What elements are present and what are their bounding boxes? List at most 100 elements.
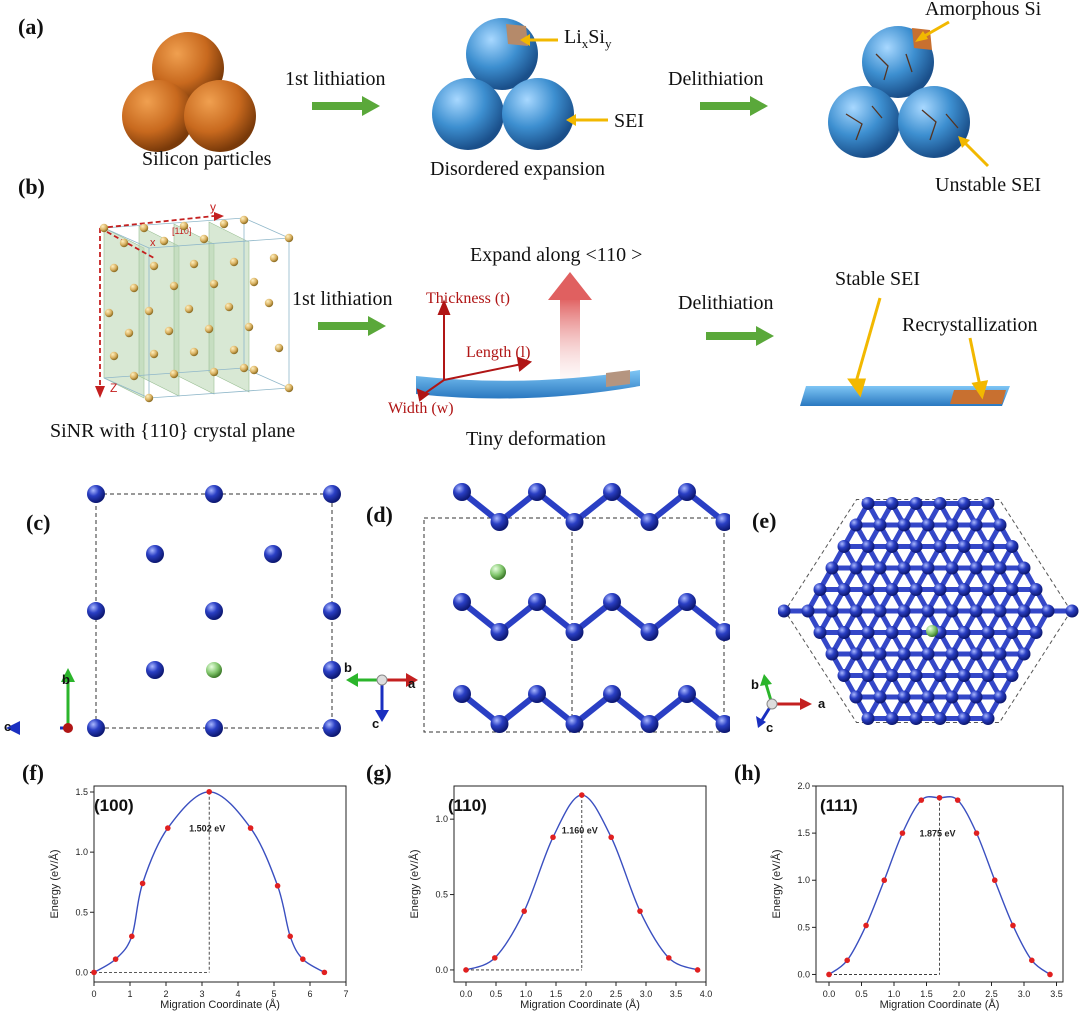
nanoribbon-illustration — [416, 299, 640, 402]
x-tick-label: 3.0 — [640, 989, 653, 999]
si-atom — [861, 582, 875, 596]
si-atom — [323, 719, 341, 737]
plot-frame — [815, 785, 1064, 983]
axis-c-label: c — [4, 719, 12, 734]
si-atom — [284, 233, 294, 243]
si-atom — [945, 690, 959, 704]
si-atom — [909, 712, 923, 726]
si-atom — [715, 623, 730, 641]
si-atom — [969, 518, 983, 532]
si-atom — [837, 626, 851, 640]
x-tick-label: 1.0 — [888, 989, 901, 999]
si-atom — [1005, 626, 1019, 640]
si-atom — [909, 539, 923, 553]
width-label: Width (w) — [388, 400, 454, 417]
si-atom — [897, 690, 911, 704]
y-tick-label: 0.0 — [797, 969, 810, 979]
x-tick-label: 5 — [271, 989, 276, 999]
si-atom — [139, 223, 149, 233]
expand-along-label: Expand along <110 > — [470, 244, 643, 266]
si-atom — [149, 349, 159, 359]
y-tick-label: 0.5 — [75, 907, 88, 917]
si-atom — [229, 257, 239, 267]
sinr-crystal-illustration: y [110] x Z — [95, 200, 294, 403]
data-point — [973, 830, 980, 836]
si-atom — [969, 604, 983, 618]
data-point — [954, 797, 961, 803]
axis-indicator — [756, 674, 812, 728]
data-point — [1029, 957, 1035, 964]
step-delithiation-b: Delithiation — [678, 292, 774, 314]
si-atom — [945, 604, 959, 618]
si-atom — [825, 604, 839, 618]
data-point — [881, 877, 888, 884]
y-axis-label: Energy (eV/Å) — [48, 849, 61, 918]
si-atom — [119, 238, 129, 248]
si-atom — [229, 345, 239, 355]
si-atom — [144, 393, 154, 403]
si-atom — [199, 234, 209, 244]
si-atom — [993, 690, 1007, 704]
si-atom — [184, 304, 194, 314]
li-atom — [206, 662, 222, 678]
si-atom — [909, 496, 923, 510]
x-tick-label: 2.0 — [953, 989, 966, 999]
axis-b-label: b — [751, 677, 759, 692]
si-atom — [453, 685, 471, 703]
data-point — [936, 794, 943, 801]
axis-c-label: c — [766, 720, 774, 735]
panel-label-f: (f) — [22, 760, 44, 785]
si-atom — [921, 518, 935, 532]
data-point — [1010, 922, 1016, 929]
si-atom — [945, 561, 959, 575]
data-point — [287, 933, 294, 940]
axis-a-label: a — [408, 676, 416, 691]
si-atom — [264, 545, 282, 563]
y-tick-label: 0.5 — [435, 890, 448, 900]
barrier-annotation: 1.160 eV — [562, 826, 598, 836]
data-point — [1047, 971, 1053, 978]
si-atom — [778, 604, 791, 618]
si-atom — [993, 518, 1007, 532]
si-atom — [678, 483, 696, 501]
x-tick-label: 4 — [235, 989, 240, 999]
x-tick-label: 3.5 — [670, 989, 683, 999]
si-atom — [323, 485, 341, 503]
si-atom — [981, 539, 995, 553]
data-point — [274, 883, 281, 889]
y-tick-label: 1.0 — [435, 814, 448, 824]
si-atom — [109, 263, 119, 273]
data-point — [579, 792, 585, 798]
axis-x-label: x — [150, 237, 156, 249]
si-atom — [453, 483, 471, 501]
si-atom — [239, 215, 249, 225]
si-atom — [885, 626, 899, 640]
panel-label-e: (e) — [752, 508, 777, 533]
si-atom — [945, 647, 959, 661]
x-tick-label: 1.5 — [550, 989, 563, 999]
si-atom — [565, 623, 584, 641]
x-axis-label: Migration Coordinate (Å) — [880, 998, 1000, 1011]
plot-frame — [93, 785, 347, 983]
data-point — [91, 969, 97, 976]
plane-110-label: [110] — [172, 226, 191, 236]
si-atom — [885, 582, 899, 596]
si-atom — [209, 279, 219, 289]
si-atom — [189, 259, 199, 269]
si-atom — [825, 561, 839, 575]
si-atom — [969, 690, 983, 704]
si-atom — [969, 561, 983, 575]
data-point — [521, 908, 527, 914]
si-atom — [1041, 604, 1055, 618]
x-tick-label: 0.0 — [823, 989, 836, 999]
si-atom — [269, 253, 279, 263]
x-tick-label: 2.5 — [610, 989, 623, 999]
yellow-pointer-icon — [915, 20, 950, 42]
barrier-annotation: 1.875 eV — [919, 829, 955, 839]
cracked-particles-illustration — [828, 26, 970, 158]
data-point — [991, 877, 998, 884]
si-atom — [565, 715, 584, 733]
data-point — [918, 797, 925, 803]
axis-z-label: Z — [110, 381, 117, 395]
